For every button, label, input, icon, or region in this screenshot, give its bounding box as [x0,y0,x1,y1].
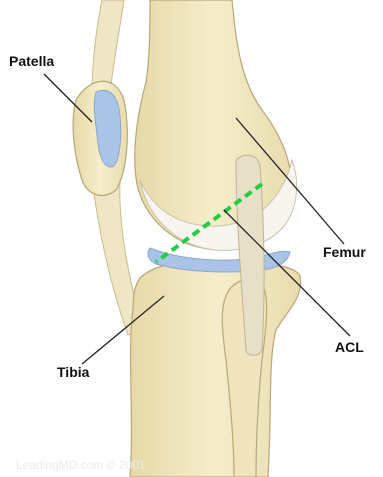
acl-label: ACL [335,339,364,355]
patella-label: Patella [9,53,54,69]
tibia-bone [130,261,301,477]
quadriceps-tendon [92,0,124,95]
tibia-label: Tibia [57,364,89,380]
watermark: LeadingMD.com © 2001 [16,458,146,472]
femur-label: Femur [323,244,366,260]
